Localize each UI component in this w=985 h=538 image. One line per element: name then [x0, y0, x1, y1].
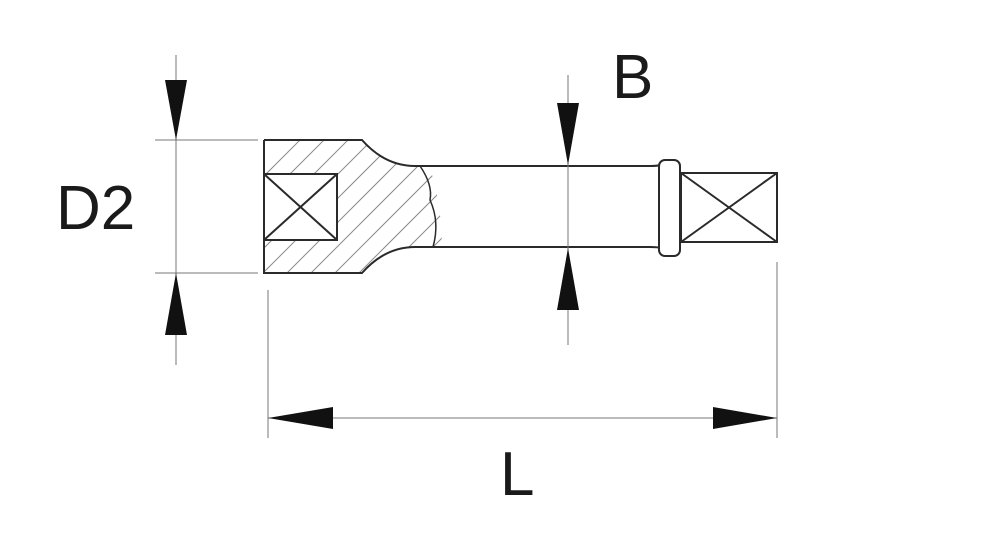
hatch-line — [413, 140, 443, 273]
b-top-arrow-icon — [557, 103, 579, 165]
collar — [658, 159, 681, 257]
square-hole — [263, 173, 338, 241]
label-b: B — [612, 43, 653, 112]
hatch-line — [264, 140, 335, 273]
hatch-line — [462, 130, 622, 290]
l-left-arrow-icon — [268, 407, 333, 429]
d2-bottom-arrow-icon — [165, 273, 187, 335]
break-line — [419, 165, 437, 248]
d2-top-arrow-icon — [165, 80, 187, 140]
label-l: L — [500, 440, 534, 509]
label-d2: D2 — [56, 174, 135, 243]
hatch-line — [264, 140, 311, 273]
hatch-line — [389, 140, 443, 273]
hatch-line — [365, 140, 443, 273]
hatch-line — [317, 140, 443, 273]
section-hatching — [264, 130, 622, 290]
dimension-arrows — [165, 80, 777, 429]
hatch-line — [437, 140, 443, 273]
b-bottom-arrow-icon — [557, 248, 579, 310]
hatch-line — [341, 140, 443, 273]
l-right-arrow-icon — [713, 407, 777, 429]
drive-square — [680, 172, 778, 243]
